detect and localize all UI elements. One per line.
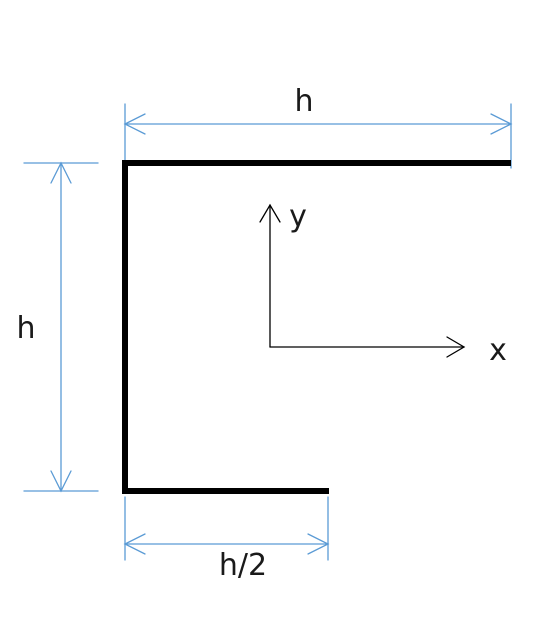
coordinate-axes [259, 203, 466, 358]
x-axis-arrow [269, 336, 466, 358]
bottom-width-dimension [123, 496, 330, 561]
y-axis-label: y [289, 199, 307, 234]
left-height-dimension [23, 161, 99, 493]
left-height-label: h [16, 311, 35, 346]
top-width-dimension [123, 103, 513, 169]
x-axis-label: x [489, 333, 507, 368]
dimension-lines [23, 103, 513, 561]
bottom-width-label: h/2 [219, 548, 267, 583]
top-width-label: h [294, 84, 313, 119]
y-axis-arrow [259, 203, 281, 348]
c-section [122, 160, 511, 494]
